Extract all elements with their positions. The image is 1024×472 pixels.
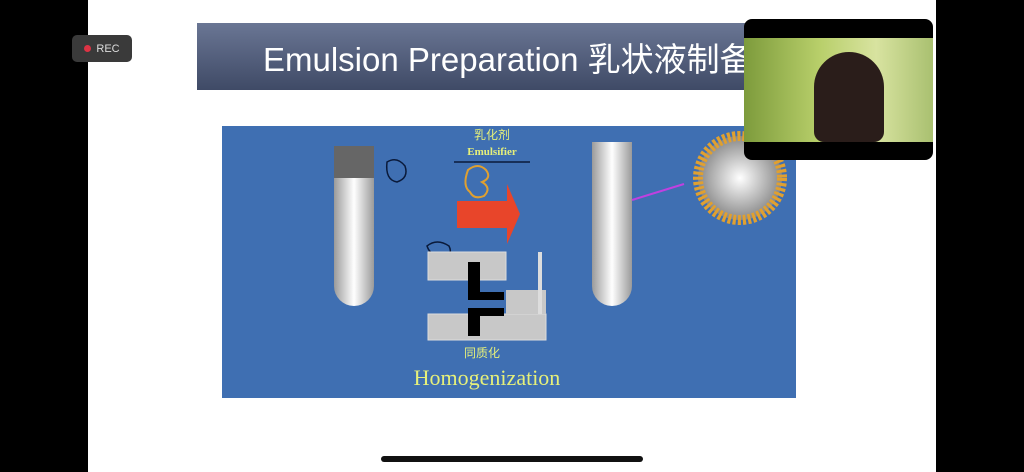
emulsifier-molecule-icon	[464, 165, 490, 199]
participant-avatar	[814, 52, 884, 142]
emulsion-test-tube	[592, 142, 632, 306]
pointer-arrow	[631, 183, 685, 201]
home-indicator[interactable]	[381, 456, 643, 462]
emulsifier-label: Emulsifier	[467, 146, 517, 158]
slide-title: Emulsion Preparation 乳状液制备	[263, 40, 753, 78]
annotation-circle-1	[385, 159, 407, 183]
video-feed	[744, 38, 933, 142]
homogenization-label: Homogenization	[413, 365, 561, 390]
emulsifier-label-cn: 乳化剂	[473, 128, 510, 142]
recording-label: REC	[96, 42, 120, 55]
slide-title-banner: Emulsion Preparation 乳状液制备	[197, 23, 790, 90]
process-arrow-icon	[457, 184, 520, 244]
recording-badge: REC	[72, 35, 132, 62]
participant-video-tile[interactable]	[744, 19, 933, 160]
record-dot-icon	[84, 45, 92, 52]
homogenization-label-cn: 同质化	[463, 346, 500, 360]
homogenizer-valve	[427, 251, 547, 341]
test-tube-separated	[334, 146, 374, 306]
emulsion-diagram: 乳化剂 Emulsifier 同质化 Homogenization	[222, 126, 796, 398]
